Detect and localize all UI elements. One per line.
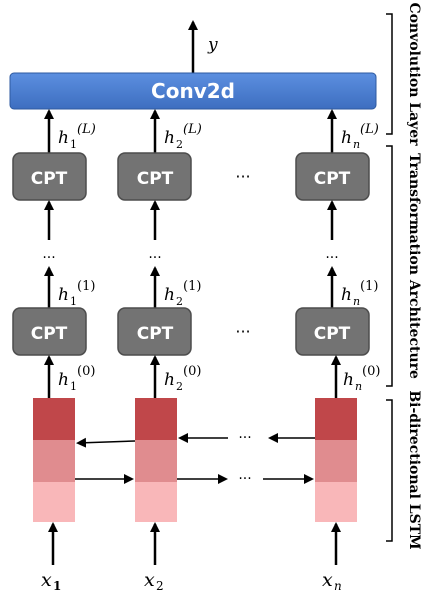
svg-text:h: h	[58, 370, 69, 390]
bracket-lstm	[386, 399, 393, 542]
svg-text:h: h	[341, 128, 352, 148]
ellipsis-col-n: ...	[325, 246, 338, 262]
svg-text:x: x	[144, 569, 155, 591]
conv2d-box	[9, 72, 377, 110]
input-xn: x n	[322, 569, 342, 592]
ellipsis-top-row: ···	[235, 167, 250, 186]
svg-text:CPT: CPT	[31, 324, 68, 344]
svg-text:(1): (1)	[77, 279, 95, 294]
svg-text:h: h	[341, 285, 352, 305]
bracket-transformation	[386, 145, 393, 387]
svg-text:n: n	[334, 579, 342, 592]
cpt-top-2: CPT	[117, 152, 192, 201]
svg-text:2: 2	[176, 138, 183, 151]
section-label-transformation: Transformation Architecture	[406, 153, 422, 379]
svg-text:(1): (1)	[183, 279, 201, 294]
svg-text:1: 1	[53, 579, 61, 592]
bracket-convolution	[386, 13, 393, 135]
svg-text:h: h	[164, 128, 175, 148]
hidden-mid-2: h 2 (1)	[164, 279, 201, 308]
hidden-bottom-2: h 2 (0)	[164, 364, 201, 393]
svg-text:(L): (L)	[183, 122, 202, 137]
ellipsis-backward: ···	[238, 430, 251, 446]
section-label-lstm: Bi-directional LSTM	[406, 390, 422, 549]
svg-text:h: h	[164, 370, 175, 390]
conv2d-label: Conv2d	[151, 79, 235, 103]
output-label: y	[207, 35, 218, 55]
svg-text:CPT: CPT	[137, 324, 174, 344]
input-x1: x 1	[41, 569, 61, 592]
svg-text:(0): (0)	[183, 364, 201, 379]
input-x2: x 2	[144, 569, 164, 592]
hidden-bottom-n: h n (0)	[343, 364, 380, 393]
ellipsis-forward: ···	[238, 471, 251, 487]
cpt-top-n: CPT	[295, 152, 370, 201]
svg-text:(0): (0)	[77, 364, 95, 379]
svg-text:1: 1	[70, 295, 77, 308]
svg-text:(L): (L)	[77, 122, 96, 137]
svg-text:(L): (L)	[360, 122, 379, 137]
section-label-convolution: Convolution Layer	[406, 2, 422, 146]
lstm-cell-n	[315, 398, 357, 522]
svg-text:CPT: CPT	[137, 169, 174, 189]
svg-text:h: h	[58, 285, 69, 305]
hidden-top-2: h 2 (L)	[164, 122, 202, 151]
svg-text:1: 1	[70, 138, 77, 151]
svg-text:CPT: CPT	[31, 169, 68, 189]
svg-text:h: h	[164, 285, 175, 305]
svg-text:1: 1	[70, 380, 77, 393]
ellipsis-mid-row: ···	[235, 322, 250, 341]
svg-text:(0): (0)	[362, 364, 380, 379]
hidden-top-1: h 1 (L)	[58, 122, 96, 151]
hidden-mid-1: h 1 (1)	[58, 279, 95, 308]
cpt-mid-n: CPT	[295, 307, 370, 356]
svg-text:CPT: CPT	[314, 169, 351, 189]
hidden-top-n: h n (L)	[341, 122, 379, 151]
svg-text:2: 2	[176, 380, 183, 393]
ellipsis-col-1: ...	[42, 246, 55, 262]
svg-text:(1): (1)	[360, 279, 378, 294]
svg-text:n: n	[355, 380, 362, 393]
svg-text:x: x	[41, 569, 52, 591]
backward-arrow-2-1	[76, 437, 136, 448]
lstm-cell-2	[135, 398, 177, 522]
lstm-cell-1	[33, 398, 75, 522]
svg-text:n: n	[353, 295, 360, 308]
ellipsis-col-2: ...	[148, 246, 161, 262]
hidden-bottom-1: h 1 (0)	[58, 364, 95, 393]
svg-text:2: 2	[156, 579, 164, 592]
svg-text:n: n	[353, 138, 360, 151]
svg-text:h: h	[58, 128, 69, 148]
hidden-mid-n: h n (1)	[341, 279, 378, 308]
svg-text:h: h	[343, 370, 354, 390]
svg-text:x: x	[322, 569, 333, 591]
svg-text:2: 2	[176, 295, 183, 308]
cpt-mid-2: CPT	[117, 307, 192, 356]
cpt-mid-1: CPT	[12, 307, 87, 356]
cpt-top-1: CPT	[12, 152, 87, 201]
svg-text:CPT: CPT	[314, 324, 351, 344]
